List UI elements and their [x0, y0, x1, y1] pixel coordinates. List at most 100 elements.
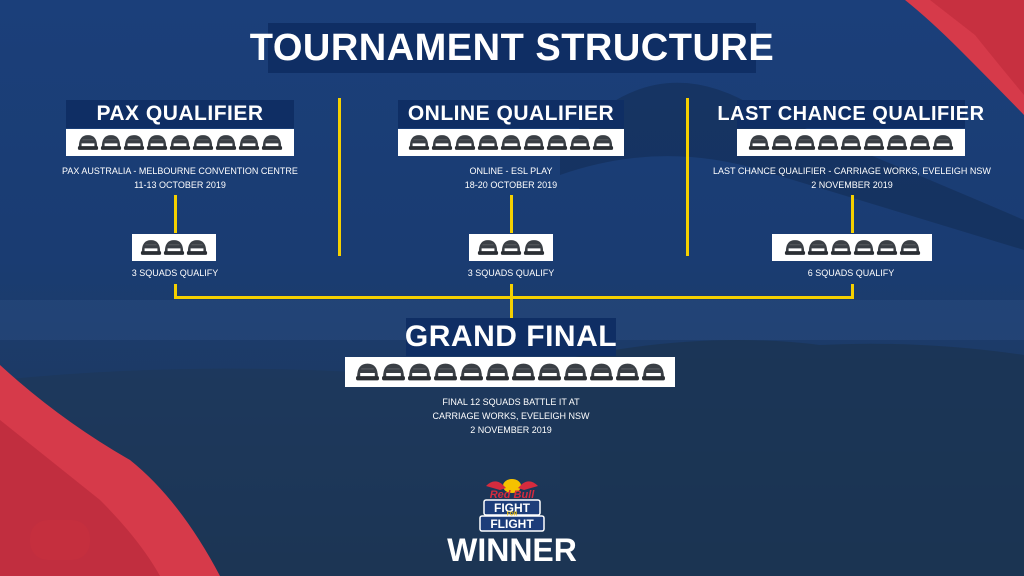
helmet-icon	[477, 135, 499, 150]
connector-online-down	[510, 284, 513, 318]
helmet-icon	[459, 363, 483, 381]
helmet-icon	[909, 135, 931, 150]
helmet-icon	[238, 135, 260, 150]
helmet-icon	[589, 363, 613, 381]
helmet-icon	[546, 135, 568, 150]
helmet-icon	[886, 135, 908, 150]
connector-online-vertical	[510, 195, 513, 233]
helmet-icon	[899, 240, 920, 255]
helmet-icon	[784, 240, 805, 255]
helmet-icon	[523, 240, 545, 255]
helmet-icon	[523, 135, 545, 150]
qualify-count-online: 3 SQUADS QUALIFY	[467, 268, 555, 278]
helmet-icon	[192, 135, 214, 150]
qualifier-name: LAST CHANCE QUALIFIER	[717, 102, 985, 125]
helmet-icon	[485, 363, 509, 381]
location-text: PAX AUSTRALIA - MELBOURNE CONVENTION CEN…	[62, 166, 298, 176]
helmet-icon	[876, 240, 897, 255]
connector-last-chance-down	[851, 284, 854, 299]
helmet-icon	[215, 135, 237, 150]
helmet-icon	[454, 135, 476, 150]
squad-helmets-online	[398, 129, 624, 156]
red-bull-fight-for-flight-logo: Red Bull FIGHT FLIGHT FOR	[479, 479, 545, 532]
separator-line-right	[686, 98, 689, 256]
helmet-icon	[641, 363, 665, 381]
helmet-icon	[431, 135, 453, 150]
qualifier-name: ONLINE QUALIFIER	[407, 102, 615, 125]
qualify-count-last-chance: 6 SQUADS QUALIFY	[807, 268, 895, 278]
connector-pax-down	[174, 284, 177, 299]
qualify-helmets-online	[469, 234, 553, 261]
helmet-icon	[748, 135, 770, 150]
location-text: LAST CHANCE QUALIFIER - CARRIAGE WORKS, …	[713, 166, 991, 176]
helmet-icon	[146, 135, 168, 150]
helmet-icon	[140, 240, 162, 255]
qualifier-title-last-chance: LAST CHANCE QUALIFIER	[717, 100, 984, 128]
helmet-icon	[169, 135, 191, 150]
squad-helmets-pax	[66, 129, 294, 156]
helmet-icon	[408, 135, 430, 150]
grand-final-line2: CARRIAGE WORKS, EVELEIGH NSW	[432, 411, 590, 421]
helmet-icon	[500, 135, 522, 150]
helmet-icon	[123, 135, 145, 150]
helmet-icon	[569, 135, 591, 150]
qualifier-name: PAX QUALIFIER	[96, 102, 264, 125]
page-title-text: TOURNAMENT STRUCTURE	[249, 26, 775, 69]
helmet-icon	[500, 240, 522, 255]
helmet-icon	[794, 135, 816, 150]
helmet-icon	[355, 363, 379, 381]
helmet-icon	[537, 363, 561, 381]
helmet-icon	[853, 240, 874, 255]
connector-last-chance-vertical	[851, 195, 854, 233]
helmet-icon	[186, 240, 208, 255]
date-text: 11-13 OCTOBER 2019	[134, 180, 226, 190]
grand-final-date: 2 NOVEMBER 2019	[470, 425, 552, 435]
qualifier-location: LAST CHANCE QUALIFIER - CARRIAGE WORKS, …	[700, 164, 1004, 192]
helmet-icon	[840, 135, 862, 150]
svg-text:FOR: FOR	[507, 512, 518, 518]
qualifier-location: ONLINE - ESL PLAY 18-20 OCTOBER 2019	[371, 164, 651, 192]
helmet-icon	[817, 135, 839, 150]
helmet-icon	[932, 135, 954, 150]
helmet-icon	[261, 135, 283, 150]
qualify-count-pax: 3 SQUADS QUALIFY	[131, 268, 219, 278]
date-text: 18-20 OCTOBER 2019	[464, 180, 558, 190]
helmet-icon	[477, 240, 499, 255]
helmet-icon	[771, 135, 793, 150]
helmet-icon	[511, 363, 535, 381]
svg-text:FLIGHT: FLIGHT	[490, 517, 534, 531]
grand-final-line1: FINAL 12 SQUADS BATTLE IT AT	[442, 397, 580, 407]
helmet-icon	[807, 240, 828, 255]
helmet-icon	[77, 135, 99, 150]
helmet-icon	[592, 135, 614, 150]
connector-pax-vertical	[174, 195, 177, 233]
qualify-helmets-last-chance	[772, 234, 932, 261]
winner-label: WINNER	[447, 532, 577, 568]
qualifier-title-online: ONLINE QUALIFIER	[398, 100, 624, 128]
helmet-icon	[433, 363, 457, 381]
helmet-icon	[381, 363, 405, 381]
squad-helmets-last-chance	[737, 129, 965, 156]
svg-text:Red Bull: Red Bull	[490, 489, 536, 501]
date-text: 2 NOVEMBER 2019	[811, 180, 893, 190]
connector-bracket-horizontal	[174, 296, 854, 299]
svg-text:FIGHT: FIGHT	[494, 501, 531, 515]
helmet-icon	[407, 363, 431, 381]
page-title: TOURNAMENT STRUCTURE	[250, 23, 774, 73]
helmet-icon	[163, 240, 185, 255]
grand-final-title: GRAND FINAL	[404, 318, 618, 356]
location-text: ONLINE - ESL PLAY	[469, 166, 553, 176]
qualify-helmets-pax	[132, 234, 216, 261]
separator-line-left	[338, 98, 341, 256]
grand-final-details: FINAL 12 SQUADS BATTLE IT AT CARRIAGE WO…	[371, 395, 651, 437]
helmet-icon	[100, 135, 122, 150]
grand-final-name: GRAND FINAL	[404, 320, 618, 353]
helmet-icon	[615, 363, 639, 381]
qualifier-location: PAX AUSTRALIA - MELBOURNE CONVENTION CEN…	[40, 164, 320, 192]
helmet-icon	[830, 240, 851, 255]
qualifier-title-pax: PAX QUALIFIER	[66, 100, 294, 128]
helmet-icon	[563, 363, 587, 381]
helmet-icon	[863, 135, 885, 150]
